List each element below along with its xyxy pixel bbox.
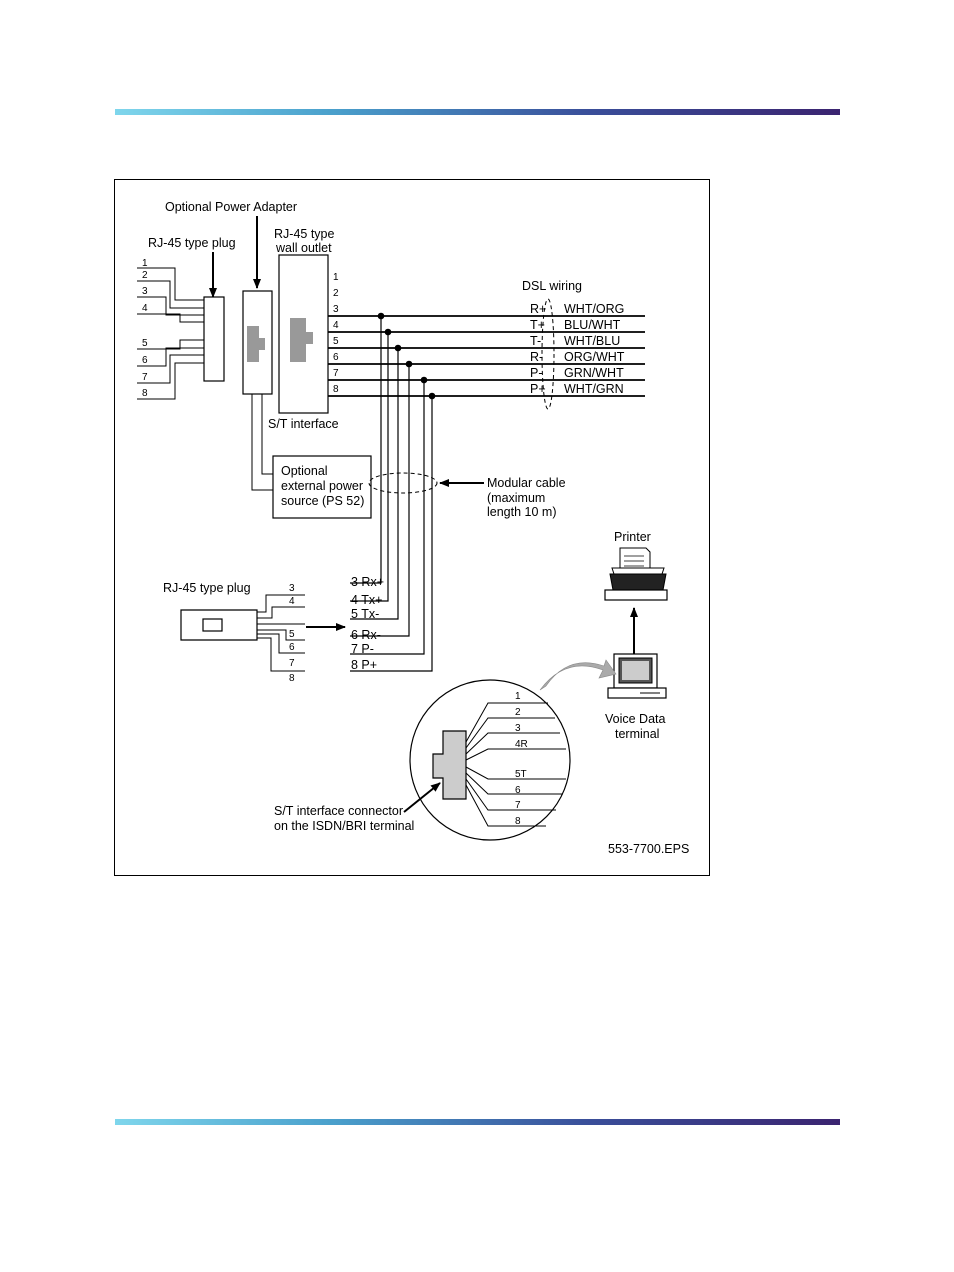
circle-pin-2: 2 [515, 707, 521, 718]
figure-id: 553-7700.EPS [608, 842, 689, 856]
outlet-pin-7: 7 [333, 368, 339, 379]
dsl-color-5: GRN/WHT [564, 366, 624, 380]
plug2-pin-8: 8 [289, 673, 295, 684]
plug2-pin-7: 7 [289, 658, 295, 669]
outlet-pin-6: 6 [333, 352, 339, 363]
circle-pin-4r: 4R [515, 739, 528, 750]
term-pin-p-minus: 7 P- [351, 642, 374, 656]
plug2-pin-5: 5 [289, 629, 295, 640]
plug2-pin-4: 4 [289, 596, 295, 607]
zoom-arrow [539, 659, 617, 691]
outlet-pin-8: 8 [333, 384, 339, 395]
dsl-sig-4: R- [530, 350, 543, 364]
printer-label: Printer [614, 530, 651, 544]
term-pin-rx-plus: 3 Rx+ [351, 575, 384, 589]
dsl-sig-1: R+ [530, 302, 546, 316]
optional-power-adapter-label: Optional Power Adapter [165, 200, 297, 214]
tap-dots [377, 312, 436, 400]
dsl-wiring-label: DSL wiring [522, 279, 582, 293]
dsl-cable-ellipse [541, 298, 555, 410]
figure-frame [114, 179, 710, 876]
external-power-label-2: external power [281, 479, 363, 493]
plug2-wires [257, 594, 305, 672]
plug-pin-2: 2 [142, 270, 148, 281]
term-pin-rx-minus: 6 Rx- [351, 628, 381, 642]
st-interface-label: S/T interface [268, 417, 339, 431]
st-connector-label-1: S/T interface connector [274, 804, 403, 818]
circle-pin-1: 1 [515, 691, 521, 702]
st-connector-arrow [403, 782, 441, 813]
st-connector-label-2: on the ISDN/BRI terminal [274, 819, 414, 833]
plug-pin-8: 8 [142, 388, 148, 399]
modular-cable-label-1: Modular cable [487, 476, 566, 490]
rj45-plug-label: RJ-45 type plug [148, 236, 236, 250]
printer-icon [604, 547, 668, 601]
plug-pin-5: 5 [142, 338, 148, 349]
external-power-box [272, 455, 372, 519]
plug2-pin-labels: 3 4 5 6 7 8 [289, 583, 295, 684]
footer-rule [115, 1119, 840, 1125]
voice-data-label-1: Voice Data [605, 712, 666, 726]
outlet-pin-4: 4 [333, 320, 339, 331]
connector-zoom-circle [409, 679, 571, 841]
dsl-sig-2: T+ [530, 318, 545, 332]
wall-outlet-label-1: RJ-45 type [274, 227, 334, 241]
outlet-pin-labels: 1 2 3 4 5 6 7 8 [333, 272, 339, 395]
voice-data-terminal-icon [607, 653, 667, 699]
circle-pin-8: 8 [515, 816, 521, 827]
dsl-color-4: ORG/WHT [564, 350, 625, 364]
term-pin-p-plus: 8 P+ [351, 658, 377, 672]
plug2-pin-6: 6 [289, 642, 295, 653]
term-pin-tx-minus: 5 Tx- [351, 607, 379, 621]
external-power-label-3: source (PS 52) [281, 494, 364, 508]
outlet-pin-1: 1 [333, 272, 339, 283]
plug-pin-7: 7 [142, 372, 148, 383]
modular-cable-wires [350, 316, 433, 672]
wall-outlet-label-2: wall outlet [275, 241, 332, 255]
term-pin-tx-plus: 4 Tx+ [351, 593, 382, 607]
plug-wires [137, 267, 204, 400]
terminal-pin-labels: 3 Rx+ 4 Tx+ 5 Tx- 6 Rx- 7 P- 8 P+ [351, 575, 384, 672]
outlet-pin-5: 5 [333, 336, 339, 347]
dsl-color-2: BLU/WHT [564, 318, 621, 332]
power-wires [251, 394, 273, 491]
dsl-sig-3: T- [530, 334, 541, 348]
voice-data-label-2: terminal [615, 727, 659, 741]
modular-cable-ellipse [368, 472, 438, 494]
plug-pin-1: 1 [142, 258, 148, 269]
header-rule [115, 109, 840, 115]
rj45-plug-2-latch [202, 618, 223, 632]
dsl-sig-6: P+ [530, 382, 546, 396]
wall-outlet-jack [290, 318, 313, 362]
plug2-pin-3: 3 [289, 583, 295, 594]
circle-pin-labels: 1 2 3 4R 5T 6 7 8 [515, 691, 528, 827]
plug-pin-labels: 1 2 3 4 5 6 7 8 [142, 258, 148, 399]
dsl-color-6: WHT/GRN [564, 382, 624, 396]
plug-pin-6: 6 [142, 355, 148, 366]
power-adapter-jack [247, 326, 265, 362]
dsl-sig-5: P- [530, 366, 543, 380]
circle-pin-5t: 5T [515, 769, 527, 780]
plug-pin-4: 4 [142, 303, 148, 314]
outlet-pin-2: 2 [333, 288, 339, 299]
modular-cable-label-3: length 10 m) [487, 505, 556, 519]
circle-pin-7: 7 [515, 800, 521, 811]
st-connector-body [432, 730, 467, 800]
plug-pin-3: 3 [142, 286, 148, 297]
rj45-plug-body [203, 296, 225, 382]
external-power-label-1: Optional [281, 464, 328, 478]
dsl-color-1: WHT/ORG [564, 302, 624, 316]
rj45-plug-2-label: RJ-45 type plug [163, 581, 251, 595]
circle-wires [465, 702, 566, 827]
outlet-pin-3: 3 [333, 304, 339, 315]
circle-pin-6: 6 [515, 785, 521, 796]
circle-pin-3: 3 [515, 723, 521, 734]
modular-cable-label-2: (maximum [487, 491, 545, 505]
dsl-signal-labels: R+ T+ T- R- P- P+ WHT/ORG BLU/WHT WHT/BL… [530, 302, 625, 396]
dsl-color-3: WHT/BLU [564, 334, 620, 348]
